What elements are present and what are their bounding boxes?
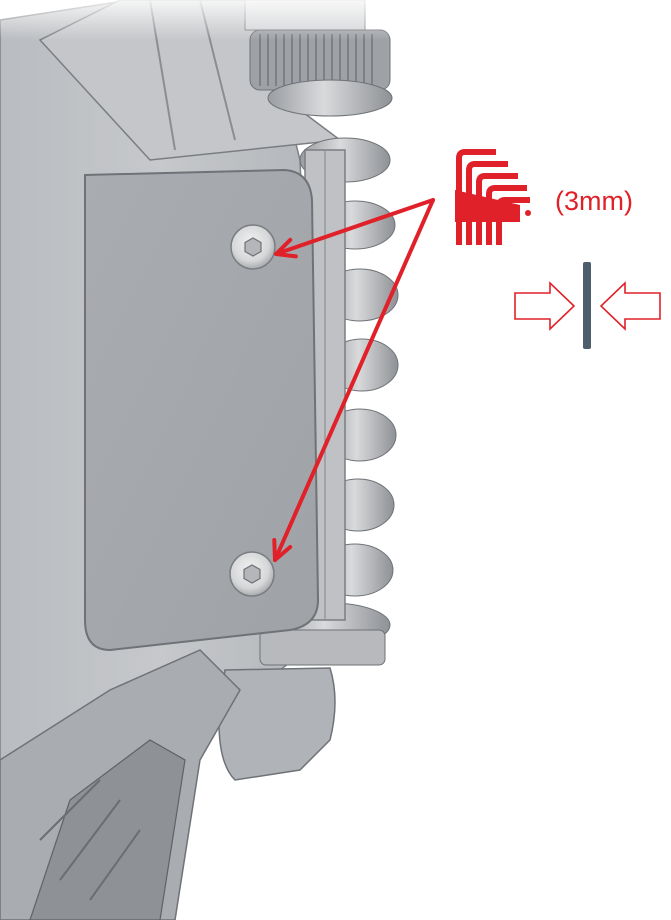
- squeeze-arrows-icon: [514, 262, 661, 349]
- lower-screw-arrow: [272, 198, 435, 562]
- hex-key-2: [466, 161, 508, 245]
- hex-key-tip: [525, 210, 531, 216]
- hex-key-set-icon: [455, 149, 531, 245]
- arrow-right-icon: [514, 281, 576, 331]
- upper-screw-icon: [230, 224, 276, 270]
- hex-key-3: [476, 173, 518, 245]
- callout-arrows: [272, 198, 435, 562]
- hex-key-holder: [455, 190, 520, 222]
- tool-size-label: (3mm): [555, 186, 633, 216]
- mounting-plate: [84, 168, 320, 652]
- upper-screw-arrow: [274, 198, 435, 259]
- hex-key-4: [486, 185, 527, 245]
- hex-key-1: [456, 149, 496, 245]
- clamp-plate: [583, 262, 591, 349]
- lower-bracket: [0, 649, 336, 920]
- lower-screw-icon: [229, 551, 275, 597]
- arrow-left-icon: [599, 281, 661, 331]
